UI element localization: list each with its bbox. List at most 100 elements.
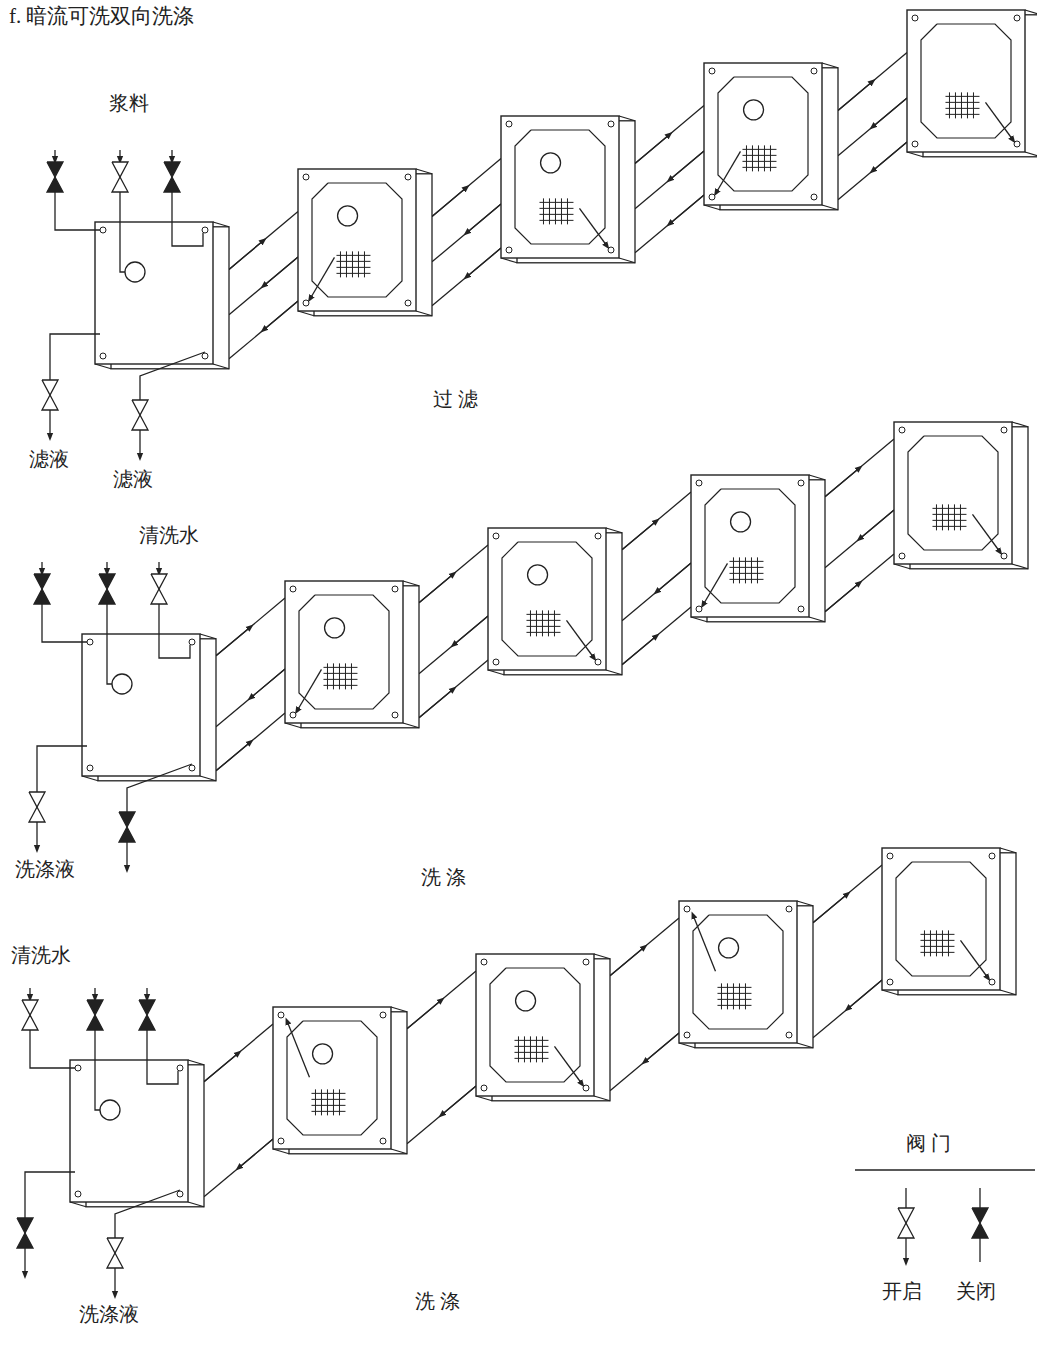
pipe-line [30, 1030, 75, 1068]
pipe-line [825, 554, 894, 612]
pipe-line [905, 1238, 906, 1262]
pipe-line [825, 510, 894, 568]
valve-symbol [47, 162, 63, 192]
filter-plate [285, 581, 419, 728]
valve-symbol [132, 400, 148, 430]
pipe-line [635, 106, 704, 164]
pipe-line [146, 988, 147, 998]
pipe-line [49, 410, 50, 437]
pipe-label: 洗涤液 [14, 858, 76, 881]
pipe-line [172, 192, 203, 246]
pipe-line [139, 430, 140, 457]
pipe-line [985, 102, 1013, 140]
valve-symbol [139, 1000, 155, 1030]
pipe-line [979, 1188, 980, 1208]
filter-press [42, 10, 1037, 457]
pipe-line [622, 607, 691, 665]
pipe-line [107, 604, 112, 684]
pipe-line [432, 204, 501, 262]
pipe-line [204, 1024, 273, 1082]
pipe-line [960, 940, 988, 978]
valve-symbol [112, 162, 128, 192]
pipe-label: 清洗水 [10, 944, 72, 967]
pipe-line [579, 208, 607, 246]
pipe-line [204, 1139, 273, 1197]
pipe-line [126, 842, 127, 869]
legend-heading: 阀 门 [905, 1132, 952, 1155]
pipe-line [432, 248, 501, 306]
valve-symbol [87, 1000, 103, 1030]
legend-valve [898, 1188, 914, 1262]
filter-plate [704, 63, 838, 210]
pipe-line [972, 514, 1000, 552]
pipe-line [622, 563, 691, 621]
valve-symbol [898, 1208, 914, 1238]
pipe-line [229, 301, 298, 359]
pipe-line [297, 669, 321, 711]
pipe-line [216, 669, 285, 727]
head-plate [95, 222, 229, 369]
pipe-line [419, 616, 488, 674]
pipe-label: 浆料 [108, 92, 150, 115]
valve-symbol [164, 162, 180, 192]
pipe-line [229, 257, 298, 315]
diagram-title: f. 暗流可洗双向洗涤 [8, 4, 196, 28]
pipe-line [120, 192, 125, 272]
pipe-line [703, 563, 727, 605]
pipe-line [419, 545, 488, 603]
pipe-line [432, 159, 501, 217]
pipe-line [693, 915, 715, 971]
head-plate [70, 1060, 204, 1207]
pipe-line [37, 746, 87, 792]
pipe-line [114, 1268, 115, 1295]
pipe-line [813, 980, 882, 1038]
pipe-line [159, 604, 190, 658]
pipe-line [119, 150, 120, 160]
filter-plate [679, 901, 813, 1048]
valve-symbol [17, 1218, 33, 1248]
pipe-line [115, 1190, 180, 1238]
pipe-line [55, 192, 100, 230]
valve-symbol [107, 1238, 123, 1268]
pipe-line [310, 257, 334, 299]
filter-plate [273, 1007, 407, 1154]
valve-symbol [972, 1208, 988, 1238]
pipe-line [216, 713, 285, 771]
pipe-line [24, 1248, 25, 1275]
pipe-line [716, 151, 740, 193]
filter-plate [476, 954, 610, 1101]
pipe-line [42, 604, 87, 642]
valve-symbol [119, 812, 135, 842]
valve-symbol [151, 574, 167, 604]
valve-symbol [42, 380, 58, 410]
pipe-line [140, 352, 205, 400]
pipe-line [838, 98, 907, 156]
pipe-label: 洗 涤 [414, 1290, 461, 1313]
pipe-line [25, 1172, 75, 1218]
pipe-line [905, 1188, 906, 1208]
filter-plate [298, 169, 432, 316]
pipe-line [29, 988, 30, 998]
pipe-line [407, 971, 476, 1029]
filter-press [17, 848, 1016, 1295]
valve-symbol [22, 1000, 38, 1030]
pipe-line [171, 150, 172, 160]
pipe-line [407, 1086, 476, 1144]
pipe-line [229, 212, 298, 270]
valve-symbol [34, 574, 50, 604]
legend-valve [972, 1188, 988, 1262]
pipe-line [419, 660, 488, 718]
filter-plate [882, 848, 1016, 995]
pipe-label: 滤液 [28, 448, 70, 471]
pipe-label: 洗涤液 [78, 1303, 140, 1326]
filter-plate [894, 422, 1028, 569]
pipe-line [610, 918, 679, 976]
pipe-line [127, 764, 192, 812]
pipe-line [158, 562, 159, 572]
pipe-line [41, 562, 42, 572]
pipe-line [813, 865, 882, 923]
valve-symbol [29, 792, 45, 822]
pipe-line [54, 150, 55, 160]
pipe-line [216, 598, 285, 656]
